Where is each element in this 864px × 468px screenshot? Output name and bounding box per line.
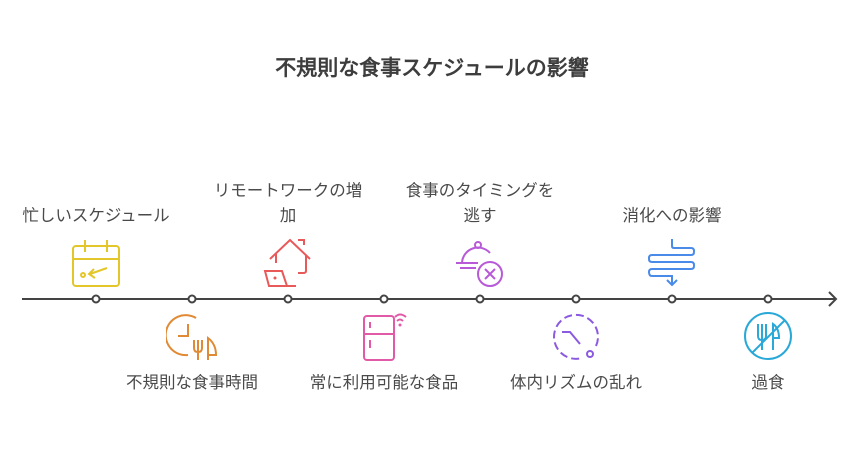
calendar-arrow-icon — [70, 237, 122, 289]
timeline-node — [475, 294, 485, 304]
clock-utensils-icon — [164, 310, 218, 362]
home-laptop-icon — [262, 237, 314, 289]
timeline-node — [763, 294, 773, 304]
digestion-flow-icon — [646, 237, 698, 289]
timeline-item-label: 常に利用可能な食品 — [309, 373, 459, 392]
timeline-item-label: リモートワークの増加 — [213, 181, 363, 225]
timeline-node — [571, 294, 581, 304]
smart-fridge-icon — [358, 310, 410, 362]
timeline-node — [667, 294, 677, 304]
timeline-node — [283, 294, 293, 304]
cloche-cancel-icon — [454, 237, 506, 289]
timeline-item-label: 消化への影響 — [622, 206, 722, 225]
timeline-item-label: 体内リズムの乱れ — [510, 373, 642, 392]
timeline-node — [91, 294, 101, 304]
broken-clock-icon — [550, 310, 602, 362]
timeline-item-label: 過食 — [751, 373, 785, 392]
timeline-arrowhead-icon — [828, 291, 838, 307]
no-utensils-icon — [742, 310, 794, 362]
timeline-item-label: 食事のタイミングを逃す — [405, 181, 555, 225]
diagram-title: 不規則な食事スケジュールの影響 — [275, 56, 589, 80]
timeline-node — [379, 294, 389, 304]
timeline-item-label: 忙しいスケジュール — [22, 206, 170, 225]
timeline-node — [187, 294, 197, 304]
timeline-item-label: 不規則な食事時間 — [126, 373, 258, 392]
